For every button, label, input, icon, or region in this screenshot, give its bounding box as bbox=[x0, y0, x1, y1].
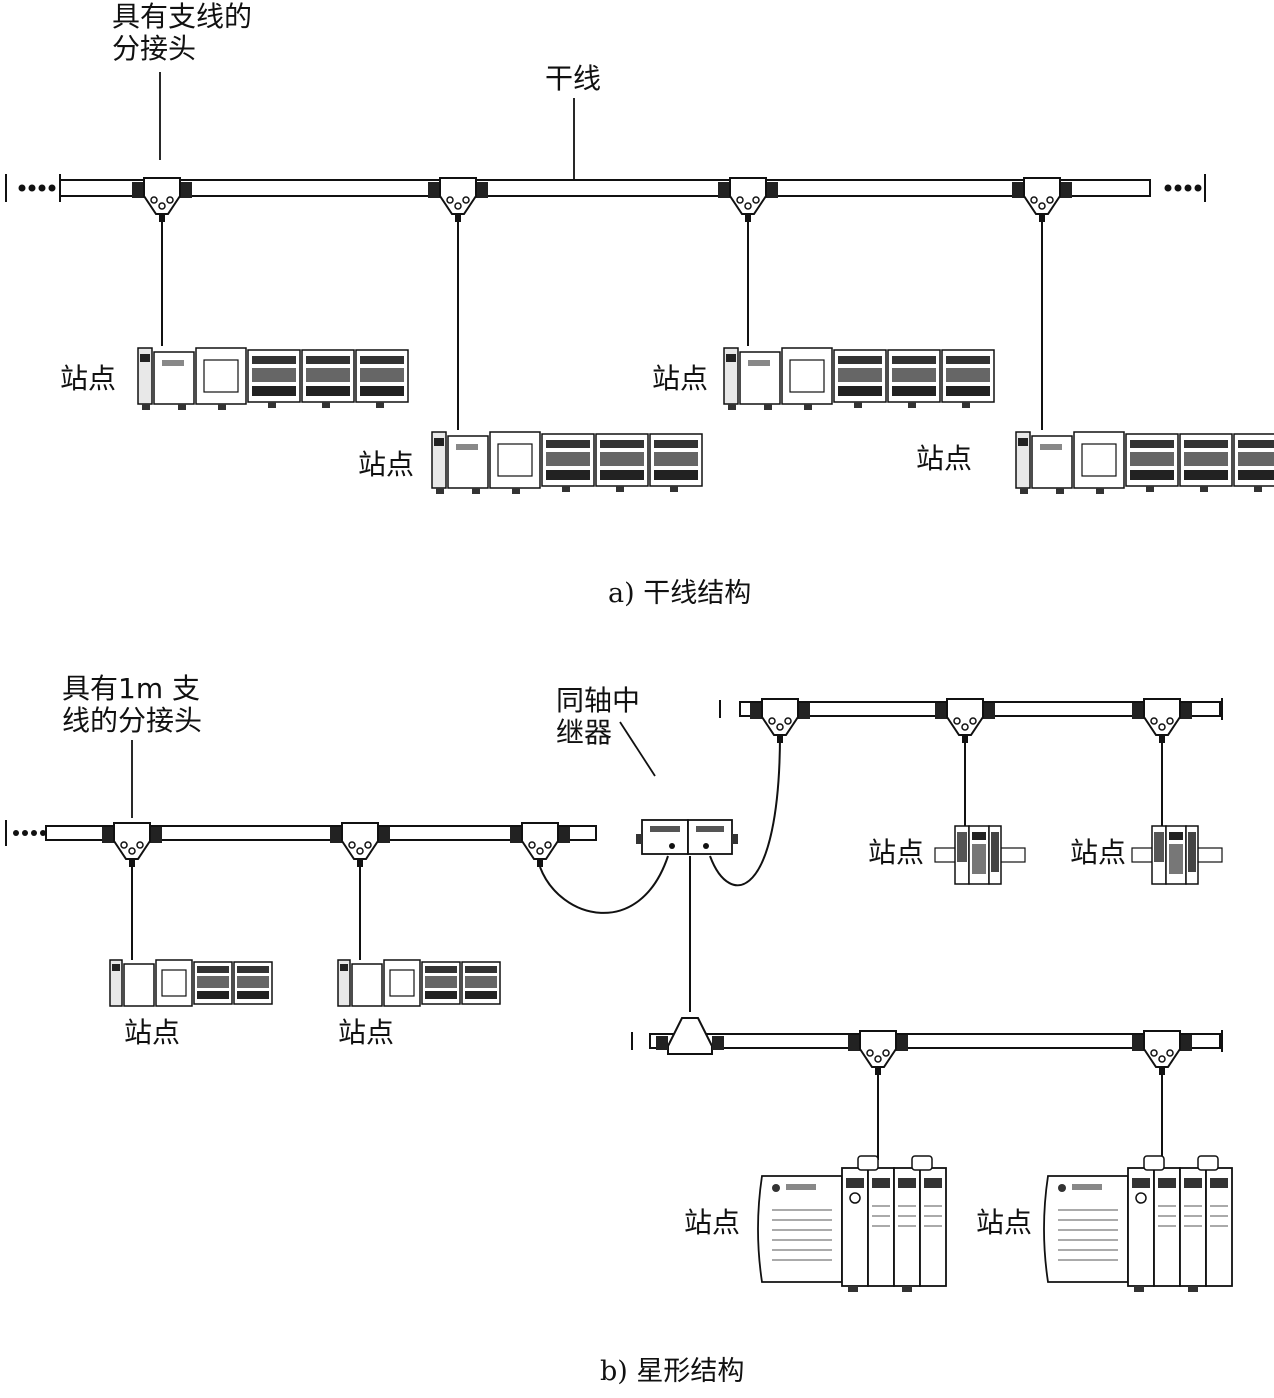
station-label: 站点 bbox=[652, 362, 709, 395]
tap-callout-line2: 分接头 bbox=[112, 32, 197, 65]
plc-station-icon bbox=[137, 347, 409, 411]
tap-icon bbox=[1011, 177, 1073, 223]
plc-station-icon bbox=[109, 959, 273, 1007]
plc-station-icon bbox=[431, 431, 703, 495]
tap-icon bbox=[329, 822, 391, 868]
tap-icon bbox=[101, 822, 163, 868]
caption-b: b) 星形结构 bbox=[600, 1356, 745, 1387]
ellipsis-left-icon bbox=[5, 174, 56, 202]
tap-icon bbox=[717, 177, 779, 223]
tap-icon bbox=[934, 698, 996, 744]
trunk-diagram bbox=[5, 72, 1274, 495]
trunk-cable bbox=[59, 179, 1151, 197]
io-block-icon bbox=[1131, 825, 1223, 885]
tap-icon bbox=[749, 698, 811, 744]
plc-station-icon bbox=[723, 347, 995, 411]
station-label: 站点 bbox=[684, 1206, 741, 1239]
repeater-callout-line1: 同轴中 bbox=[556, 684, 641, 717]
plc-station-icon bbox=[1015, 431, 1274, 495]
tap-icon bbox=[509, 822, 571, 868]
repeater-callout-line2: 继器 bbox=[556, 716, 613, 749]
tap-icon bbox=[847, 1030, 909, 1076]
station-label: 站点 bbox=[338, 1016, 395, 1049]
tap-icon bbox=[427, 177, 489, 223]
tap-callout-line1: 具有1m 支 bbox=[62, 672, 200, 705]
ellipsis-left-icon bbox=[5, 820, 46, 846]
io-block-icon bbox=[934, 825, 1026, 885]
tap-icon bbox=[1131, 698, 1193, 744]
tap-icon bbox=[131, 177, 193, 223]
segment-cable bbox=[649, 1033, 1221, 1049]
station-label: 站点 bbox=[916, 442, 973, 475]
station-label: 站点 bbox=[1070, 836, 1127, 869]
plc-station-icon bbox=[337, 959, 501, 1007]
tap-callout-line2: 线的分接头 bbox=[62, 704, 203, 737]
tap-icon bbox=[656, 1017, 724, 1055]
ellipsis-right-icon bbox=[1164, 184, 1202, 192]
station-label: 站点 bbox=[124, 1016, 181, 1049]
coax-repeater-icon bbox=[635, 819, 739, 855]
tap-icon bbox=[1131, 1030, 1193, 1076]
trunk-callout: 干线 bbox=[545, 62, 602, 95]
star-diagram bbox=[5, 698, 1233, 1293]
caption-a: a) 干线结构 bbox=[608, 578, 752, 609]
station-label: 站点 bbox=[60, 362, 117, 395]
station-label: 站点 bbox=[868, 836, 925, 869]
station-label: 站点 bbox=[358, 448, 415, 481]
station-label: 站点 bbox=[976, 1206, 1033, 1239]
tap-callout-line1: 具有支线的 bbox=[112, 0, 253, 33]
rack-station-icon bbox=[757, 1155, 947, 1293]
rack-station-icon bbox=[1043, 1155, 1233, 1293]
